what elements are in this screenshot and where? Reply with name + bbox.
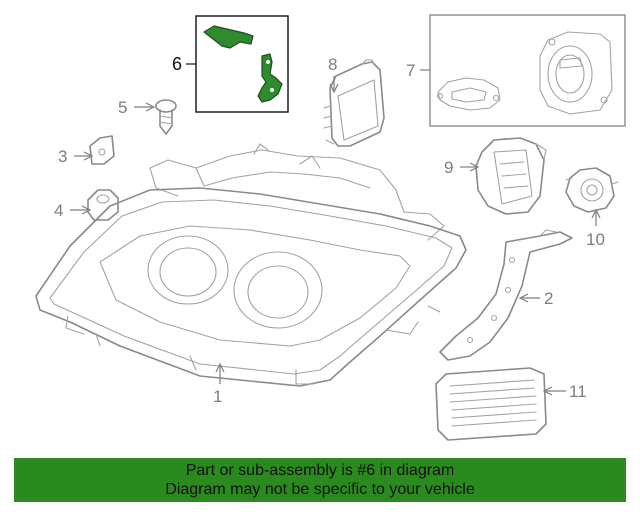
- callout-4: 4: [54, 201, 92, 220]
- banner-line-2: Diagram may not be specific to your vehi…: [165, 481, 475, 498]
- callout-9: 9: [444, 158, 480, 177]
- callout-6: 6: [172, 54, 196, 74]
- part-1-headlight[interactable]: [35, 143, 467, 387]
- callout-9-label: 9: [444, 158, 453, 177]
- callout-3: 3: [58, 147, 94, 166]
- callout-11: 11: [542, 382, 587, 401]
- part-4-clip[interactable]: [87, 189, 119, 221]
- part-3-clip[interactable]: [89, 135, 115, 165]
- part-10-socket[interactable]: [565, 167, 619, 213]
- parts-diagram: 1 2 3 4 5 6 7 8 9 10: [35, 14, 626, 441]
- part-2-bracket[interactable]: [439, 229, 573, 361]
- callout-10-label: 10: [586, 230, 605, 249]
- callout-1: 1: [213, 362, 225, 406]
- part-8-module[interactable]: [323, 59, 385, 147]
- callout-7-label: 7: [406, 61, 415, 80]
- callout-11-label: 11: [569, 382, 587, 401]
- callout-5-label: 5: [118, 98, 127, 117]
- part-9-housing[interactable]: [475, 137, 547, 215]
- callout-8: 8: [328, 55, 339, 94]
- callout-4-label: 4: [54, 201, 63, 220]
- callout-3-label: 3: [58, 147, 67, 166]
- callout-7: 7: [406, 61, 430, 80]
- callout-6-label: 6: [172, 54, 182, 74]
- part-11-cover[interactable]: [435, 367, 547, 441]
- callout-2: 2: [518, 289, 553, 308]
- callout-5: 5: [118, 98, 156, 117]
- callout-10: 10: [586, 208, 605, 249]
- callout-1-label: 1: [213, 387, 222, 406]
- callout-2-label: 2: [544, 289, 553, 308]
- callout-8-label: 8: [328, 55, 337, 74]
- banner-line-1: Part or sub-assembly is #6 in diagram: [185, 462, 455, 479]
- info-banner: Part or sub-assembly is #6 in diagram Di…: [14, 458, 626, 502]
- part-7-box[interactable]: [429, 14, 626, 127]
- part-5-screw[interactable]: [155, 99, 177, 135]
- part-6-highlight-box[interactable]: [195, 15, 289, 113]
